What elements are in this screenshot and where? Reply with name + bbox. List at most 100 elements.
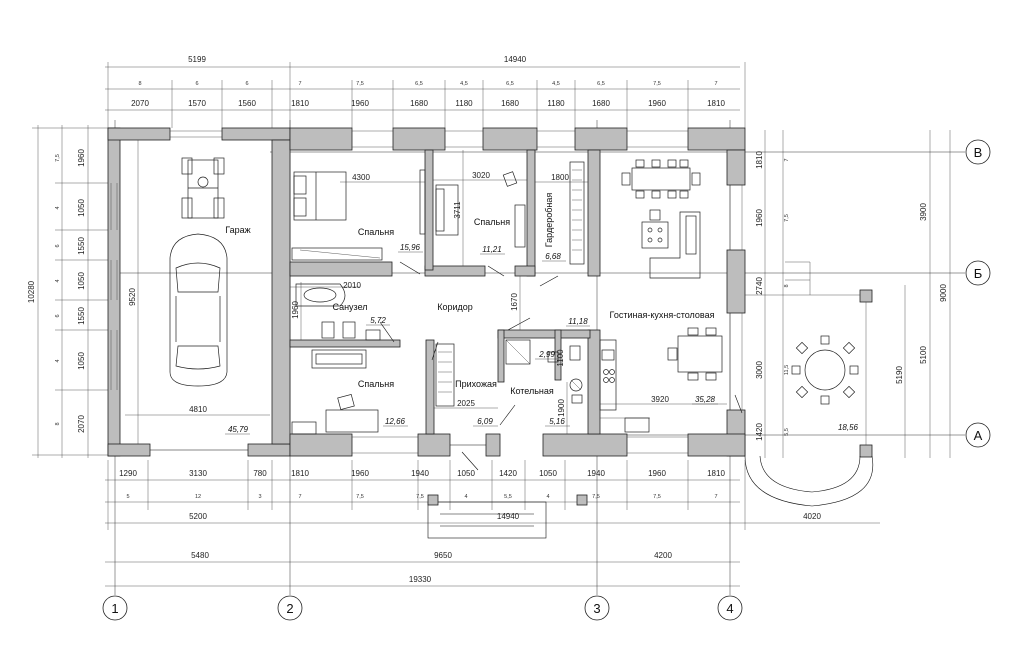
- right-dimensions: 1810 1960 2740 3000 1420 7 7,5 8 11,5 5,…: [755, 130, 951, 458]
- bedroom3-name: Спальня: [358, 379, 394, 389]
- terrace-chair: [849, 365, 859, 375]
- right-r1-2: 8: [784, 284, 790, 287]
- top-r2-1: 1570: [188, 99, 206, 108]
- bot-r1-0: 1290: [119, 469, 137, 478]
- corridor-height: 1670: [510, 293, 519, 311]
- bathroom-width: 2010: [343, 281, 361, 290]
- bathtub-icon: [295, 283, 346, 307]
- left-r2-1: 1050: [77, 199, 86, 217]
- desk-bedroom3: [325, 409, 379, 433]
- right-r2-3: 3000: [755, 361, 764, 379]
- chair-bedroom2: [502, 171, 518, 187]
- axis-bubble-2: [277, 595, 303, 621]
- top-r1-2: 6: [245, 81, 248, 87]
- wall-ward-bottom: [514, 265, 536, 277]
- kitchen-island-icon: [641, 209, 669, 249]
- wall-bottom-3: [485, 433, 501, 457]
- wall-garage-left: [107, 127, 121, 457]
- top-r1-4: 7,5: [356, 81, 364, 87]
- door-bathroom: [379, 321, 395, 343]
- wall-top-1: [289, 127, 353, 151]
- bedroom1-area: 15,96: [400, 243, 421, 252]
- wall-bed2-ward: [526, 149, 536, 277]
- bot-total: 19330: [409, 575, 432, 584]
- left-r2-6: 2070: [77, 415, 86, 433]
- right-r1-0: 7: [784, 158, 790, 161]
- bathroom-area: 5,72: [370, 316, 386, 325]
- bot-r2-2: 3: [258, 494, 261, 500]
- bot-ax12: 5480: [191, 551, 209, 560]
- left-total: 10280: [27, 280, 36, 303]
- kitchen-counter-icon: [599, 339, 650, 433]
- left-r1-6: 8: [55, 422, 61, 425]
- top-ticks: [107, 62, 746, 128]
- top-r1-8: 4,5: [552, 81, 560, 87]
- top-r2-7: 1680: [501, 99, 519, 108]
- terrace-chair: [795, 385, 809, 399]
- left-dimensions: 10280 7,5 4 6 4 6 4 8 1960 1050 1550 105…: [27, 125, 110, 458]
- top-r2-4: 1960: [351, 99, 369, 108]
- bot-r2-1: 12: [195, 494, 201, 500]
- door-wardrobe: [539, 275, 559, 287]
- wall-top-4: [574, 127, 628, 151]
- axis-label-v: В: [974, 145, 983, 160]
- wc-area: 2,99: [538, 350, 555, 359]
- top-r2-3: 1810: [291, 99, 309, 108]
- bedroom2-name: Спальня: [474, 217, 510, 227]
- bot-r1-3: 1810: [291, 469, 309, 478]
- left-r2-3: 1050: [77, 272, 86, 290]
- windows: [110, 130, 743, 454]
- top-r2-8: 1180: [547, 99, 565, 108]
- bot-r1-10: 1960: [648, 469, 666, 478]
- top-r2-11: 1810: [707, 99, 725, 108]
- corridor-area: 11,18: [568, 317, 588, 326]
- terrace-chair: [791, 365, 801, 375]
- door-bedroom3: [431, 341, 439, 361]
- wall-top-2: [392, 127, 446, 151]
- sink-bathroom: [365, 329, 381, 341]
- bedroom2-height: 3711: [453, 201, 462, 219]
- top-r1-3: 7: [298, 81, 301, 87]
- bot-r2-3: 7: [298, 494, 301, 500]
- bot-r1-4: 1960: [351, 469, 369, 478]
- wardrobe-name: Гардеробная: [544, 193, 554, 248]
- shower-icon: [505, 339, 531, 365]
- wall-bedroom2-bottom: [424, 265, 486, 277]
- terrace-chair: [795, 341, 809, 355]
- coat-rack: [435, 343, 455, 407]
- top-dimensions: 5199 14940 8 6 6 7 7,5 6,5 4,5 6,5 4,5 6…: [105, 55, 746, 128]
- left-r2-0: 1960: [77, 149, 86, 167]
- axis-bubble-4: [717, 595, 743, 621]
- hall-width: 2025: [457, 399, 475, 408]
- bot-ax23: 9650: [434, 551, 452, 560]
- bot-r1-6: 1050: [457, 469, 475, 478]
- left-r1-2: 6: [55, 244, 61, 247]
- top-r2-0: 2070: [131, 99, 149, 108]
- bedroom2-width: 3020: [472, 171, 490, 180]
- corner-sofa-icon: [649, 211, 701, 279]
- hall-name: Прихожая: [455, 379, 497, 389]
- axis-bubble-v: [965, 139, 991, 165]
- door-terrace: [734, 394, 743, 414]
- wall-bed1-bed2: [424, 149, 434, 271]
- top-r1-11: 7: [714, 81, 717, 87]
- right-r2-4: 1420: [755, 423, 764, 441]
- bot-r1-2: 780: [253, 469, 267, 478]
- top-r1-1: 6: [195, 81, 198, 87]
- left-r2-2: 1550: [77, 237, 86, 255]
- door-boiler: [499, 404, 516, 426]
- axis-label-4: 4: [726, 601, 733, 616]
- living-name: Гостиная-кухня-столовая: [610, 310, 715, 320]
- wall-garage-top-left: [107, 127, 171, 141]
- bot-r1-11: 1810: [707, 469, 725, 478]
- left-r1-5: 4: [55, 359, 61, 362]
- bot-r1-7: 1420: [499, 469, 517, 478]
- wardrobe-width: 1800: [551, 173, 569, 182]
- chair-bedroom3: [337, 393, 355, 411]
- furniture: Гараж 4810 9520 45,79 4300 Спальня 15,96…: [125, 140, 727, 444]
- right-r2-0: 1810: [755, 151, 764, 169]
- sofa-bedroom3: [311, 349, 367, 369]
- wall-right-1: [726, 149, 746, 186]
- bottom-dimensions: 1290 3130 780 1810 1960 1940 1050 1420 1…: [105, 460, 880, 587]
- door-entrance: [461, 451, 479, 471]
